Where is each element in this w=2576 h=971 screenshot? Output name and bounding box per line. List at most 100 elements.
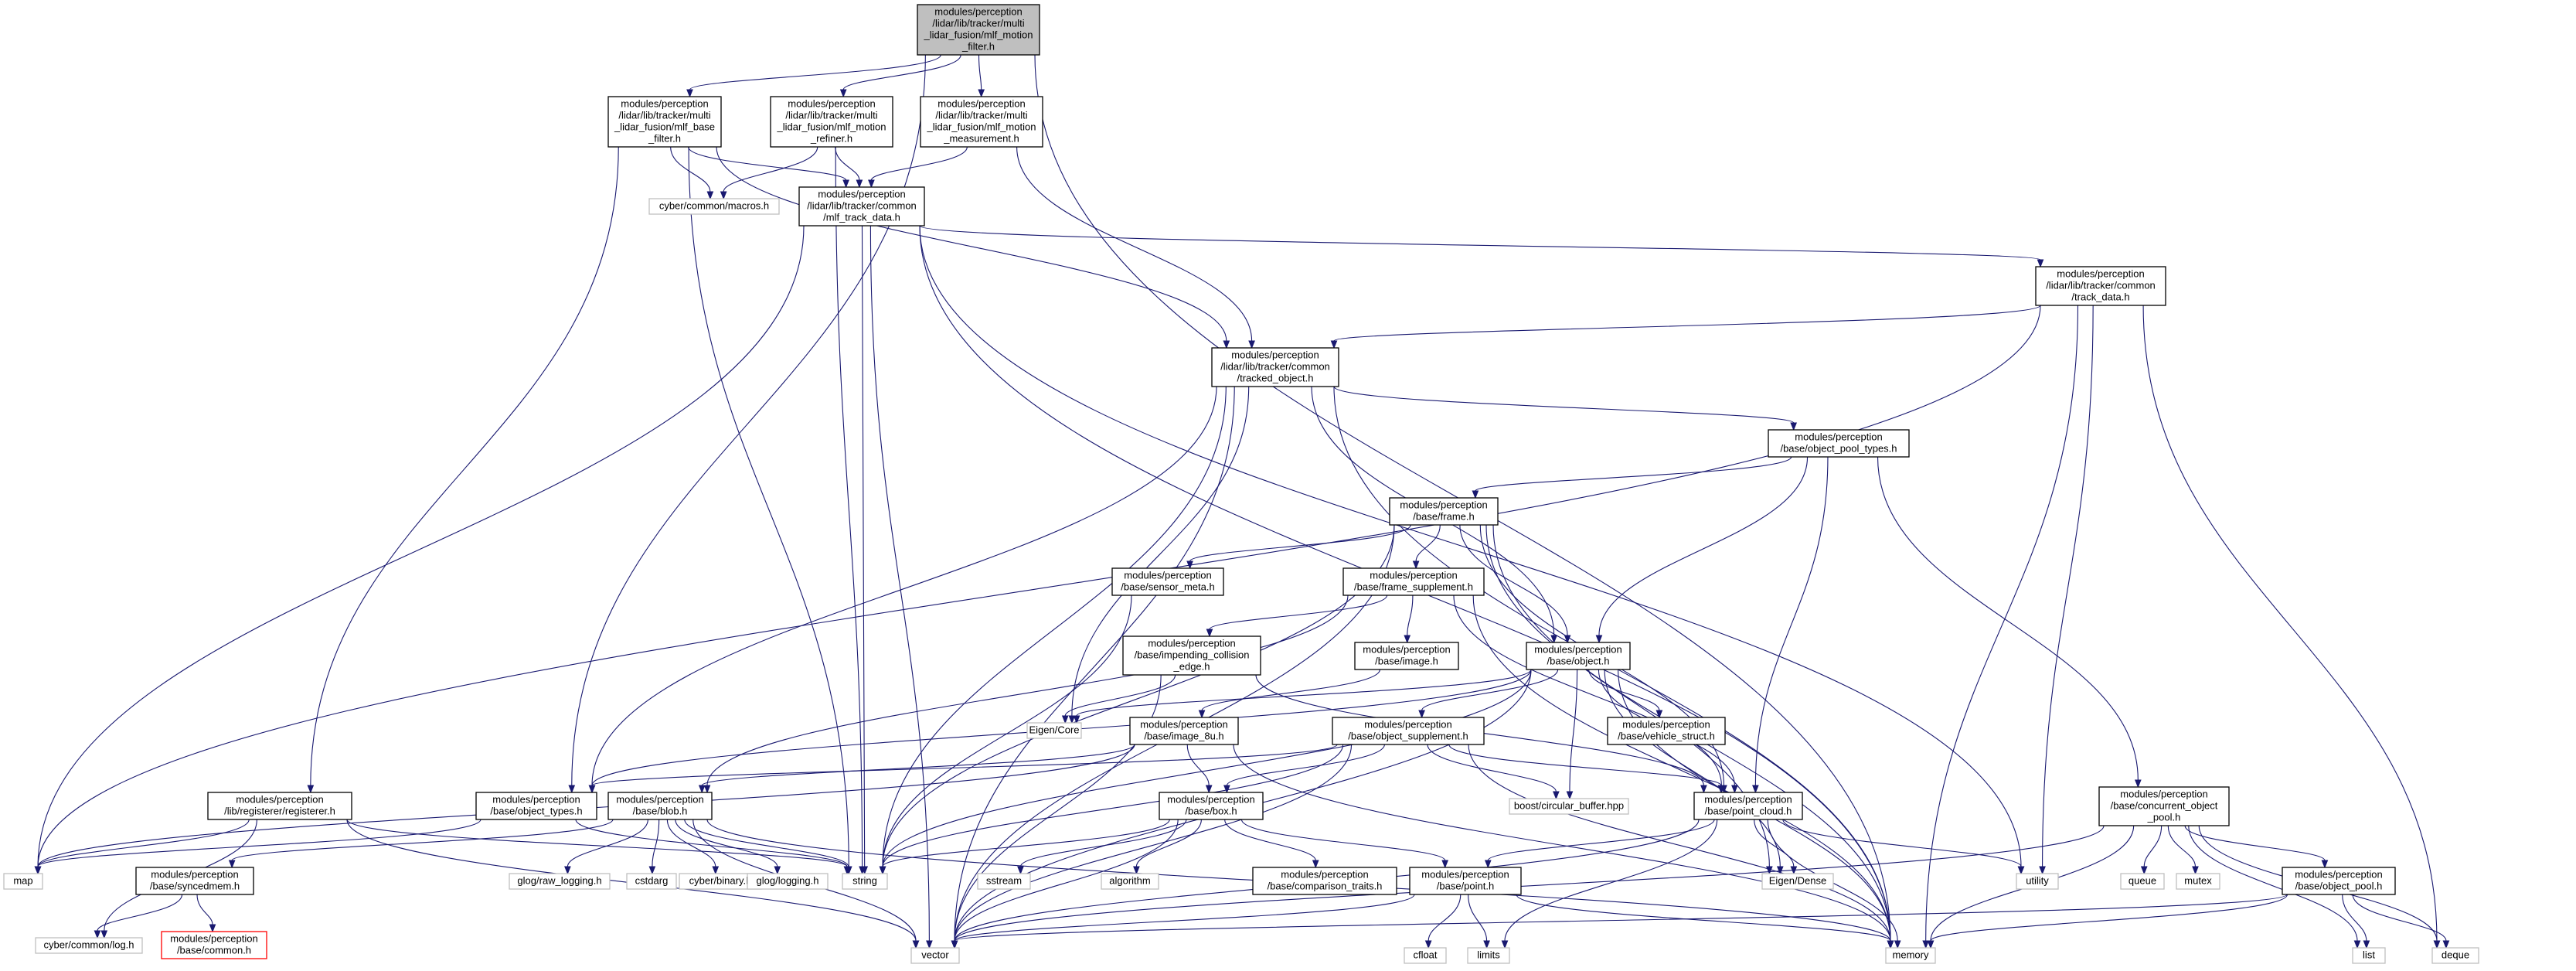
graph-node-object-pool-types[interactable]: modules/perception/base/object_pool_type… — [1768, 429, 1910, 458]
edge-line — [1930, 894, 2288, 942]
edge-line — [1468, 744, 1891, 942]
node-label-line: _lidar_fusion/mlf_motion — [777, 121, 886, 133]
node-label-line: modules/perception — [2120, 789, 2207, 800]
node-box — [1332, 717, 1485, 745]
edge-line — [716, 146, 1227, 342]
edge-arrowhead — [706, 191, 714, 200]
node-label-line: modules/perception — [616, 794, 703, 806]
edge-arrowhead — [1186, 560, 1193, 570]
node-box — [1509, 798, 1629, 815]
node-label-line: cyber/common/log.h — [43, 939, 134, 951]
graph-node-limits[interactable]: limits — [1467, 947, 1510, 964]
graph-node-cfloat[interactable]: cfloat — [1404, 947, 1447, 964]
edge-arrowhead — [588, 785, 596, 794]
edge-object-to-eigen-core — [1073, 669, 1532, 724]
graph-node-glog-logging[interactable]: glog/logging.h — [747, 873, 829, 890]
edge-line — [1487, 819, 1715, 861]
graph-node-concurrent-object-pool[interactable]: modules/perception/base/concurrent_objec… — [2098, 786, 2230, 826]
edge-arrowhead — [845, 866, 852, 875]
graph-node-utility[interactable]: utility — [2016, 873, 2059, 890]
node-box — [842, 873, 888, 890]
node-label-line: modules/perception — [1231, 349, 1319, 361]
graph-node-memory[interactable]: memory — [1885, 947, 1936, 964]
graph-node-object-types[interactable]: modules/perception/base/object_types.h — [475, 792, 597, 820]
graph-node-tracked-object[interactable]: modules/perception/lidar/lib/tracker/com… — [1211, 347, 1339, 387]
graph-node-map[interactable]: map — [3, 873, 43, 890]
edge-line — [1475, 456, 1792, 492]
edge-arrowhead — [861, 866, 869, 875]
graph-node-point[interactable]: modules/perception/base/point.h — [1409, 867, 1522, 895]
graph-node-point-cloud[interactable]: modules/perception/base/point_cloud.h — [1693, 792, 1803, 820]
edge-line — [882, 819, 1170, 867]
node-label-line: /base/syncedmem.h — [150, 881, 240, 892]
graph-node-blob[interactable]: modules/perception/base/blob.h — [607, 792, 713, 820]
graph-node-image[interactable]: modules/perception/base/image.h — [1354, 642, 1459, 670]
graph-node-impending-collision-edge[interactable]: modules/perception/base/impending_collis… — [1122, 635, 1261, 676]
edge-object-pool-types-to-point-cloud — [1752, 456, 1829, 794]
graph-node-vehicle-struct[interactable]: modules/perception/base/vehicle_struct.h — [1607, 717, 1726, 745]
node-label-line: algorithm — [1109, 875, 1150, 887]
edge-line — [2342, 894, 2367, 942]
edge-arrowhead — [1752, 785, 1759, 794]
graph-node-object-supplement[interactable]: modules/perception/base/object_supplemen… — [1332, 717, 1485, 745]
graph-node-box[interactable]: modules/perception/base/box.h — [1159, 792, 1264, 820]
graph-node-cyber-binary[interactable]: cyber/binary.h — [679, 873, 762, 890]
graph-node-algorithm[interactable]: algorithm — [1101, 873, 1159, 890]
graph-node-mlf-motion-measurement[interactable]: modules/perception/lidar/lib/tracker/mul… — [920, 96, 1043, 148]
graph-node-eigen-core[interactable]: Eigen/Core — [1026, 722, 1082, 739]
graph-node-queue[interactable]: queue — [2120, 873, 2165, 890]
graph-node-frame-supplement[interactable]: modules/perception/base/frame_supplement… — [1342, 567, 1485, 596]
edge-frame-to-sensor-meta — [1186, 524, 1411, 570]
graph-node-cyber-log[interactable]: cyber/common/log.h — [35, 937, 143, 954]
edge-object-to-string — [879, 669, 1532, 875]
edge-blob-to-glog-logging — [675, 819, 781, 875]
node-box — [1342, 567, 1485, 596]
graph-node-base-common[interactable]: modules/perception/base/common.h — [161, 931, 267, 959]
graph-node-mlf-motion-refiner[interactable]: modules/perception/lidar/lib/tracker/mul… — [770, 96, 893, 148]
graph-node-cstdarg[interactable]: cstdarg — [626, 873, 677, 890]
graph-node-mlf-base-filter[interactable]: modules/perception/lidar/lib/tracker/mul… — [607, 96, 722, 148]
graph-node-deque[interactable]: deque — [2431, 947, 2479, 964]
edge-line — [310, 146, 619, 786]
graph-node-string[interactable]: string — [842, 873, 888, 890]
node-label-line: mutex — [2184, 875, 2212, 887]
graph-node-image-8u[interactable]: modules/perception/base/image_8u.h — [1129, 717, 1239, 745]
node-box — [3, 873, 43, 890]
edge-arrowhead — [2039, 866, 2046, 875]
graph-node-sensor-meta[interactable]: modules/perception/base/sensor_meta.h — [1111, 567, 1224, 596]
graph-node-track-data[interactable]: modules/perception/lidar/lib/tracker/com… — [2035, 266, 2166, 306]
graph-node-object[interactable]: modules/perception/base/object.h — [1526, 642, 1631, 670]
node-label-line: _lidar_fusion/mlf_base — [614, 121, 715, 133]
node-label-line: memory — [1893, 949, 1929, 961]
graph-node-registerer[interactable]: modules/perception/lib/registerer/regist… — [207, 792, 352, 820]
edge-line — [954, 819, 1179, 942]
graph-node-cyber-macros[interactable]: cyber/common/macros.h — [648, 198, 780, 215]
graph-node-mlf-motion-filter[interactable]: modules/perception/lidar/lib/tracker/mul… — [917, 4, 1040, 56]
node-label-line: /lidar/lib/tracker/multi — [935, 110, 1027, 121]
graph-node-circular-buffer[interactable]: boost/circular_buffer.hpp — [1509, 798, 1629, 815]
graph-node-glog-raw-logging[interactable]: glog/raw_logging.h — [509, 873, 611, 890]
edge-mlf-base-filter-to-string — [688, 146, 852, 875]
graph-node-mlf-track-data[interactable]: modules/perception/lidar/lib/tracker/com… — [798, 186, 925, 227]
edge-line — [1240, 819, 1446, 861]
graph-node-mutex[interactable]: mutex — [2176, 873, 2220, 890]
graph-node-syncedmem[interactable]: modules/perception/base/syncedmem.h — [135, 867, 254, 895]
edge-mlf-base-filter-to-mlf-track-data — [688, 146, 849, 189]
edge-object-to-circular-buffer — [1566, 669, 1578, 800]
edge-blob-to-syncedmem — [228, 819, 614, 869]
graph-node-object-pool[interactable]: modules/perception/base/object_pool.h — [2282, 867, 2396, 895]
graph-node-frame[interactable]: modules/perception/base/frame.h — [1389, 497, 1499, 526]
edge-arrowhead — [568, 785, 576, 794]
edge-arrowhead — [1017, 866, 1024, 875]
graph-node-comparison-traits[interactable]: modules/perception/base/comparison_trait… — [1252, 867, 1397, 895]
edge-line — [2142, 305, 2438, 942]
graph-node-eigen-dense[interactable]: Eigen/Dense — [1761, 873, 1834, 890]
graph-node-list[interactable]: list — [2352, 947, 2386, 964]
node-label-line: cyber/common/macros.h — [659, 200, 769, 212]
graph-node-vector[interactable]: vector — [910, 947, 960, 964]
edge-object-pool-to-memory — [1927, 894, 2288, 949]
edge-line — [1333, 305, 2041, 342]
node-label-line: limits — [1477, 949, 1500, 961]
edge-mlf-base-filter-to-registerer — [307, 146, 619, 794]
graph-node-sstream[interactable]: sstream — [977, 873, 1031, 890]
